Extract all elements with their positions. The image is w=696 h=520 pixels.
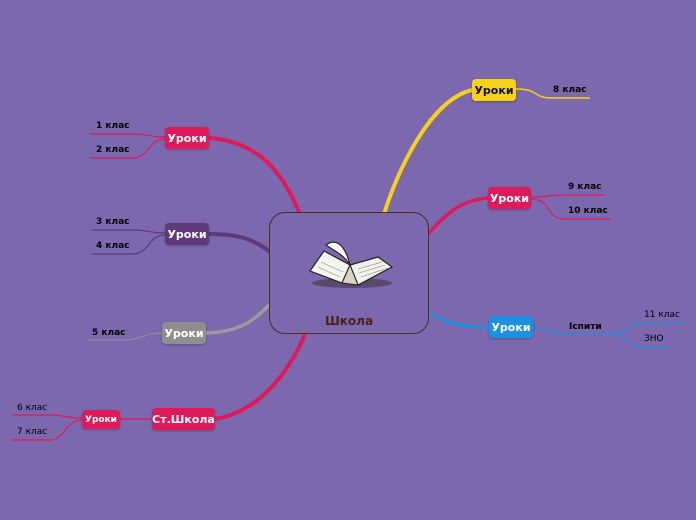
connector-6-klas <box>12 414 83 419</box>
connector-bottom-left <box>214 333 307 421</box>
connector-9-klas <box>530 194 605 198</box>
subtopic-5-klas[interactable]: 5 клас <box>92 328 126 338</box>
subtopic-8-klas[interactable]: 8 клас <box>553 85 587 95</box>
connector-zno <box>611 333 668 348</box>
topic-uroky-bottom-right[interactable]: Уроки <box>489 316 533 338</box>
topic-uroky-mid-left[interactable]: Уроки <box>165 223 209 245</box>
connector-mid-right <box>426 196 489 236</box>
subtopic-7-klas[interactable]: 7 клас <box>17 427 48 437</box>
subtopic-6-klas[interactable]: 6 клас <box>17 403 48 413</box>
topic-st-shkola[interactable]: Ст.Школа <box>152 408 215 430</box>
topic-uroky-top-right[interactable]: Уроки <box>472 79 516 101</box>
connector-top-right <box>382 88 473 215</box>
central-topic-label: Школа <box>324 314 374 328</box>
connector-4-klas <box>92 234 166 255</box>
connector-8-klas <box>515 88 590 99</box>
subtopic-10-klas[interactable]: 10 клас <box>568 206 608 216</box>
connector-10-klas <box>530 198 610 220</box>
connector-top-left <box>208 136 302 215</box>
subtopic-4-klas[interactable]: 4 клас <box>96 241 130 251</box>
subtopic-zno[interactable]: ЗНО <box>644 334 664 344</box>
connector-ispyty <box>532 326 612 335</box>
subtopic-3-klas[interactable]: 3 клас <box>96 217 130 227</box>
connector-3-klas <box>92 229 166 234</box>
topic-uroky-top-left[interactable]: Уроки <box>165 127 209 149</box>
central-topic[interactable]: Школа <box>269 212 429 334</box>
subtopic-uroky-st-shkola[interactable]: Уроки <box>82 410 120 429</box>
subtopic-9-klas[interactable]: 9 клас <box>568 182 602 192</box>
topic-uroky-gray-left[interactable]: Уроки <box>162 322 206 344</box>
subtopic-1-klas[interactable]: 1 клас <box>96 121 130 131</box>
open-book-icon <box>309 241 394 288</box>
connector-1-klas <box>90 133 166 138</box>
subtopic-ispyty[interactable]: Іспити <box>569 322 602 332</box>
topic-uroky-mid-right[interactable]: Уроки <box>488 187 531 209</box>
connector-gray-left <box>205 302 272 335</box>
connector-bottom-right <box>429 312 491 329</box>
connector-7-klas <box>12 419 83 441</box>
subtopic-11-klas[interactable]: 11 клас <box>644 310 680 320</box>
connector-5-klas <box>88 332 163 341</box>
connector-2-klas <box>90 138 166 159</box>
connector-mid-left <box>208 232 272 254</box>
subtopic-2-klas[interactable]: 2 клас <box>96 145 130 155</box>
connector-11-klas <box>611 322 684 335</box>
